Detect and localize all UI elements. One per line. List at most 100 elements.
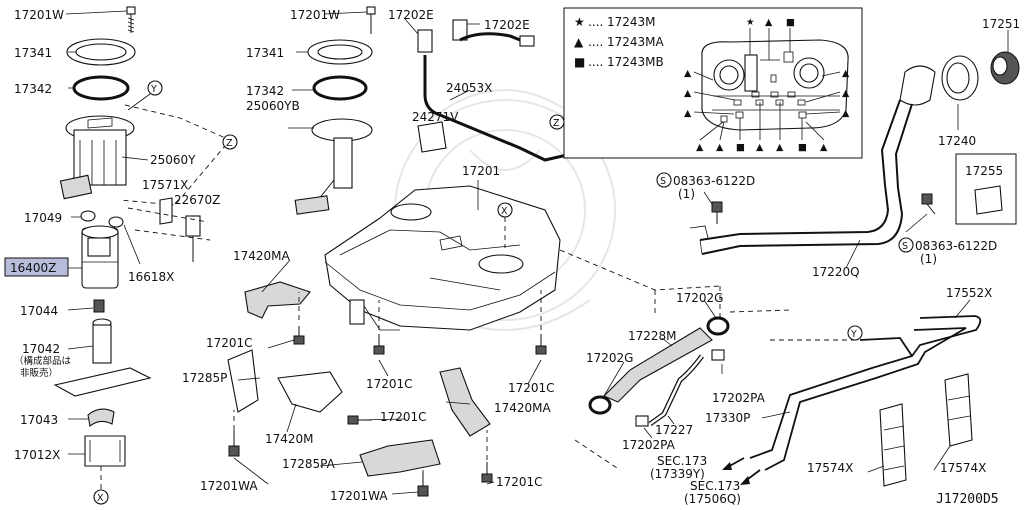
clamp-17202g-a[interactable]	[706, 316, 730, 336]
label-25060y: 25060Y	[150, 153, 196, 167]
part-17044[interactable]	[93, 299, 105, 313]
label-17201c-b: 17201C	[366, 377, 413, 391]
bolt-17201c-c[interactable]	[535, 334, 547, 355]
connector-x-left: X	[93, 489, 109, 505]
o-ring-17049[interactable]	[80, 210, 96, 222]
clip-17574x-a[interactable]	[879, 403, 907, 487]
filter-17042[interactable]	[53, 318, 152, 397]
retainer-ring-17341-middle[interactable]	[307, 39, 373, 65]
svg-text:▲: ▲	[684, 88, 692, 99]
label-17342-middle: 17342	[246, 84, 284, 98]
clamp-17202g-b[interactable]	[588, 395, 612, 415]
o-ring-17342-left[interactable]	[72, 75, 130, 101]
label-17341-left: 17341	[14, 46, 52, 60]
label-sec173-a[interactable]: SEC.173	[657, 454, 707, 468]
svg-text:....: ....	[588, 55, 603, 69]
label-17420ma-right: 17420MA	[494, 401, 552, 415]
fuel-tank-17201[interactable]	[324, 185, 561, 331]
label-25060yb: 25060YB	[246, 99, 300, 113]
label-16618x: 16618X	[128, 270, 174, 284]
label-17201c-e: 17201C	[496, 475, 543, 489]
label-17201c-a: 17201C	[206, 336, 253, 350]
clip-17574x-b[interactable]	[944, 373, 973, 447]
bracket-17012x[interactable]	[84, 435, 126, 467]
label-17042: 17042	[22, 342, 60, 356]
arrow-icon	[722, 457, 761, 485]
label-sec173-b[interactable]: SEC.173	[690, 479, 740, 493]
label-17201wa-b: 17201WA	[330, 489, 388, 503]
triangle-icon: ▲	[574, 35, 584, 49]
bolt-17201c-a[interactable]	[293, 326, 305, 345]
label-17285pa: 17285PA	[282, 457, 336, 471]
label-17228m: 17228M	[628, 329, 677, 343]
bolt-17201wa-a[interactable]	[228, 430, 240, 457]
filler-lid-17240[interactable]	[941, 55, 979, 101]
labels-fuel-lines: 17552X 17330P 17574X 17574X SEC.173 (173…	[650, 286, 992, 506]
clamp-17202pa-b[interactable]	[635, 415, 649, 427]
bolt-17201w-middle[interactable]	[366, 6, 376, 34]
label-16400z[interactable]: 16400Z	[10, 261, 56, 275]
connector-y-icon: Y	[150, 84, 157, 95]
fitting-17571x[interactable]	[159, 197, 173, 225]
legend-square-part: 17243MB	[607, 55, 664, 69]
svg-text:▲: ▲	[820, 142, 828, 153]
square-icon: ■	[574, 55, 585, 69]
sub-pump-25060yb[interactable]	[294, 118, 373, 215]
star-icon: ★	[574, 15, 585, 29]
hose-17228m[interactable]	[603, 327, 713, 403]
label-17240: 17240	[938, 134, 976, 148]
sensor-22670z[interactable]	[185, 215, 201, 262]
bracket-17420ma[interactable]	[244, 281, 311, 319]
legend-triangle-part: 17243MA	[607, 35, 665, 49]
filler-cap-17251[interactable]	[990, 51, 1020, 85]
retainer-ring-17341-left[interactable]	[66, 38, 136, 66]
vent-hose-24053x[interactable]	[423, 55, 599, 162]
label-08363-b-qty: (1)	[920, 252, 937, 266]
sub-pump-group	[288, 6, 376, 215]
label-sec173-a-sub[interactable]: (17339Y)	[650, 467, 705, 481]
label-17202e-a: 17202E	[388, 8, 434, 22]
label-17574x-a: 17574X	[807, 461, 853, 475]
label-22670z: 22670Z	[174, 193, 220, 207]
pump-module-25060y[interactable]	[59, 115, 135, 200]
svg-text:■: ■	[736, 142, 745, 153]
svg-text:▲: ▲	[696, 142, 704, 153]
screw-s-icon-2	[898, 237, 914, 253]
o-ring-16618x[interactable]	[108, 216, 124, 228]
label-17220q: 17220Q	[812, 265, 860, 279]
svg-text:▲: ▲	[756, 142, 764, 153]
screw-s-letter-b: S	[902, 241, 908, 252]
clip-17202e-a[interactable]	[417, 29, 433, 53]
fuel-pump-16400z[interactable]	[81, 225, 119, 289]
fuel-tube-17552x[interactable]	[749, 315, 982, 471]
filler-tube-17220q[interactable]	[689, 65, 936, 255]
tank-strap-group	[227, 259, 547, 497]
o-ring-17342-middle[interactable]	[312, 75, 368, 101]
clip-17043[interactable]	[87, 408, 115, 428]
bolt-17201c-b[interactable]	[373, 334, 385, 355]
clamp-17202pa-a[interactable]	[711, 349, 725, 361]
label-17201c-c: 17201C	[508, 381, 555, 395]
bolt-17201wa-b[interactable]	[417, 472, 429, 497]
label-17420ma: 17420MA	[233, 249, 291, 263]
label-24271v: 24271V	[412, 110, 459, 124]
protector-17285pa[interactable]	[359, 439, 441, 477]
screw-08363-a[interactable]	[711, 201, 723, 224]
connector-x-icon: X	[97, 493, 104, 504]
svg-text:■: ■	[798, 142, 807, 153]
bolt-17201w-left[interactable]	[126, 6, 136, 33]
bolt-17201c-e[interactable]	[481, 462, 493, 483]
labels-vent: 17202E 17202E 24053X 24271V	[388, 8, 530, 124]
labels-filler: 17251 17240 17255 S 08363-6122D (1) S 08…	[656, 17, 1020, 279]
label-17255: 17255	[965, 164, 1003, 178]
gasket-24271v[interactable]	[417, 121, 447, 153]
label-17201wa-a: 17201WA	[200, 479, 258, 493]
label-sec173-b-sub[interactable]: (17506Q)	[684, 492, 741, 506]
cover-17255[interactable]	[955, 153, 1017, 225]
strap-17420ma-right[interactable]	[439, 367, 491, 437]
screw-08363-b[interactable]	[921, 193, 936, 215]
protector-17285p[interactable]	[227, 349, 259, 413]
strap-17420m[interactable]	[277, 371, 343, 413]
